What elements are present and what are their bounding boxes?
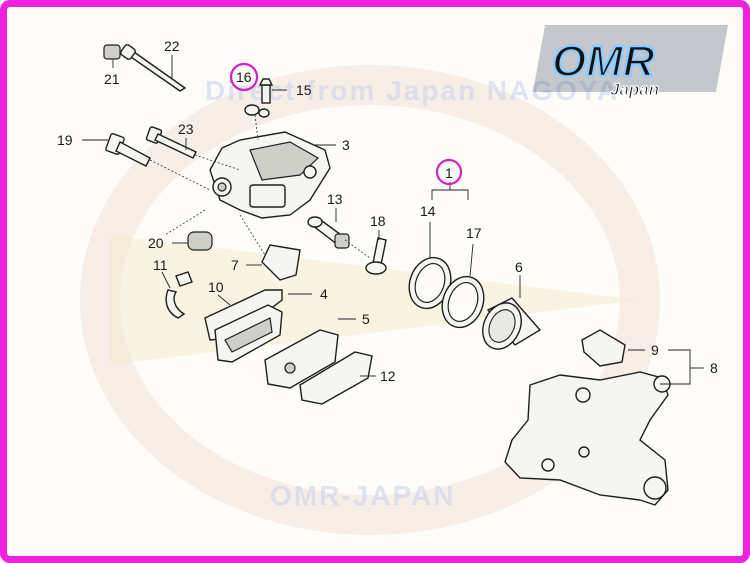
parts-diagram: Direct from Japan NAGOYA OMR-JAPAN OMR J… (57, 25, 728, 535)
part-11-clip (165, 271, 193, 319)
label-15: 15 (296, 82, 312, 98)
part-3-caliper-body (209, 131, 331, 219)
part-20-boot (187, 231, 213, 251)
label-22: 22 (164, 38, 180, 54)
part-4-pad (214, 304, 283, 363)
label-19: 19 (57, 132, 73, 148)
label-21: 21 (104, 71, 120, 87)
label-3: 3 (342, 137, 350, 153)
part-15-bleeder (258, 78, 274, 104)
omr-japan-logo: OMR Japan (533, 25, 728, 100)
label-20: 20 (148, 235, 164, 251)
part-22-pin (120, 44, 187, 92)
label-11: 11 (153, 257, 168, 273)
label-12: 12 (380, 368, 396, 384)
part-21-plug (103, 44, 121, 60)
watermark-top-text: Direct from Japan NAGOYA (205, 75, 619, 106)
part-18-pin (365, 237, 387, 275)
label-18: 18 (370, 213, 386, 229)
highlight-marks (229, 62, 463, 186)
part-23-bolt (145, 126, 197, 159)
highlight-circle-16 (229, 62, 259, 92)
part-16-bleeder-cap (244, 104, 270, 118)
part-8-bracket (504, 371, 671, 506)
part-13-slide-pin (307, 216, 350, 249)
label-8: 8 (710, 360, 718, 376)
leader-lines (82, 55, 704, 385)
label-13: 13 (327, 191, 343, 207)
label-23: 23 (178, 121, 194, 137)
part-14-seal (408, 256, 452, 310)
part-19-bolt (105, 133, 151, 167)
label-1: 1 (445, 165, 453, 181)
highlight-circle-1 (435, 158, 463, 186)
part-7-spring-plate (261, 244, 301, 281)
part-labels: 1 3 4 5 6 7 8 9 10 11 12 13 14 15 16 17 … (57, 38, 718, 384)
part-5-pad (264, 329, 339, 389)
part-12-shim (299, 351, 373, 405)
part-17-seal (441, 275, 485, 329)
watermark-bottom-text: OMR-JAPAN (270, 480, 455, 511)
label-10: 10 (208, 279, 224, 295)
label-9: 9 (651, 342, 659, 358)
label-17: 17 (466, 225, 482, 241)
label-6: 6 (515, 259, 523, 275)
label-4: 4 (320, 286, 328, 302)
logo-main-text: OMR (552, 37, 655, 86)
logo-sub-text: Japan (610, 80, 659, 99)
label-14: 14 (420, 203, 436, 219)
part-6-piston (482, 297, 542, 350)
label-7: 7 (231, 257, 239, 273)
label-5: 5 (362, 311, 370, 327)
label-16: 16 (236, 69, 252, 85)
part-9-retainer (581, 329, 626, 367)
